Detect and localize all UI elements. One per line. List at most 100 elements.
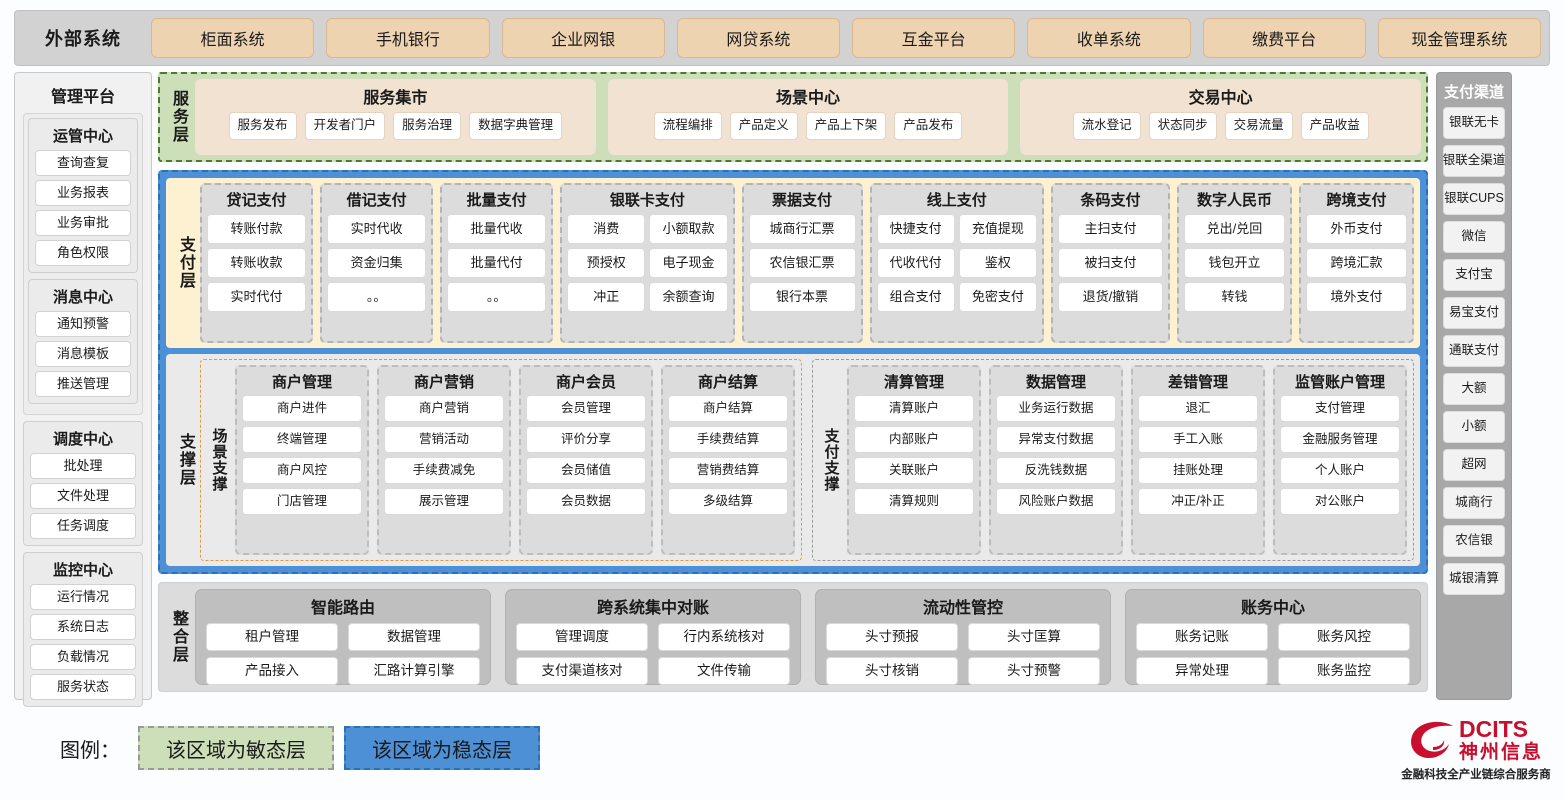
payment-channel-item[interactable]: 支付宝 [1443,259,1505,291]
payment-channel-item[interactable]: 大额 [1443,373,1505,405]
rail-item[interactable]: 负载情况 [30,644,136,670]
support-item[interactable]: 异常支付数据 [996,426,1116,453]
payment-channel-item[interactable]: 通联支付 [1443,335,1505,367]
payment-item[interactable]: 消费 [567,214,646,244]
payment-item[interactable]: 转钱 [1183,282,1285,312]
external-system-item[interactable]: 网贷系统 [676,18,840,58]
integration-item[interactable]: 数据管理 [348,623,480,651]
support-item[interactable]: 风险账户数据 [996,488,1116,515]
payment-item[interactable]: 实时代付 [207,282,307,312]
payment-channel-item[interactable]: 银联CUPS [1443,183,1505,215]
integration-item[interactable]: 行内系统核对 [658,623,790,651]
payment-item[interactable]: 批量代付 [447,248,547,278]
payment-item[interactable]: 实时代收 [327,214,427,244]
integration-item[interactable]: 账务风控 [1278,623,1410,651]
payment-item[interactable]: 代收代付 [876,248,955,278]
payment-channel-item[interactable]: 城银清算 [1443,563,1505,595]
payment-item[interactable]: 小额取款 [649,214,728,244]
support-item[interactable]: 对公账户 [1280,488,1400,515]
payment-item[interactable]: 跨境汇款 [1305,248,1407,278]
support-item[interactable]: 手工入账 [1138,426,1258,453]
external-system-item[interactable]: 企业网银 [501,18,665,58]
support-item[interactable]: 商户进件 [242,395,362,422]
external-system-item[interactable]: 手机银行 [326,18,490,58]
payment-channel-item[interactable]: 小额 [1443,411,1505,443]
payment-item[interactable]: 主扫支付 [1057,214,1163,244]
support-item[interactable]: 退汇 [1138,395,1258,422]
payment-item[interactable]: 境外支付 [1305,282,1407,312]
payment-item[interactable]: 鉴权 [958,248,1037,278]
integration-item[interactable]: 头寸预警 [968,657,1100,685]
service-item[interactable]: 产品收益 [1300,112,1369,140]
rail-item[interactable]: 业务报表 [35,180,131,206]
integration-item[interactable]: 头寸核销 [826,657,958,685]
external-system-item[interactable]: 现金管理系统 [1377,18,1541,58]
service-item[interactable]: 产品定义 [729,112,798,140]
service-item[interactable]: 流水登记 [1072,112,1141,140]
support-item[interactable]: 商户结算 [668,395,788,422]
payment-channel-item[interactable]: 超网 [1443,449,1505,481]
payment-item[interactable]: 外币支付 [1305,214,1407,244]
rail-item[interactable]: 查询查复 [35,150,131,176]
payment-channel-item[interactable]: 银联无卡 [1443,107,1505,139]
integration-item[interactable]: 异常处理 [1136,657,1268,685]
payment-item[interactable]: 兑出/兑回 [1183,214,1285,244]
support-item[interactable]: 手续费结算 [668,426,788,453]
payment-item[interactable]: 城商行汇票 [748,214,856,244]
support-item[interactable]: 门店管理 [242,488,362,515]
payment-item[interactable]: 资金归集 [327,248,427,278]
integration-item[interactable]: 租户管理 [206,623,338,651]
payment-item[interactable]: 被扫支付 [1057,248,1163,278]
rail-item[interactable]: 消息模板 [35,341,131,367]
rail-item[interactable]: 推送管理 [35,371,131,397]
support-item[interactable]: 评价分享 [526,426,646,453]
service-item[interactable]: 状态同步 [1148,112,1217,140]
integration-item[interactable]: 账务监控 [1278,657,1410,685]
support-item[interactable]: 展示管理 [384,488,504,515]
rail-item[interactable]: 角色权限 [35,240,131,266]
external-system-item[interactable]: 互金平台 [852,18,1016,58]
payment-item[interactable]: 免密支付 [958,282,1037,312]
rail-item[interactable]: 服务状态 [30,674,136,700]
service-item[interactable]: 数据字典管理 [469,112,563,140]
support-item[interactable]: 个人账户 [1280,457,1400,484]
service-item[interactable]: 服务发布 [228,112,297,140]
external-system-item[interactable]: 缴费平台 [1202,18,1366,58]
payment-item[interactable]: 余额查询 [649,282,728,312]
support-item[interactable]: 营销活动 [384,426,504,453]
support-item[interactable]: 冲正/补正 [1138,488,1258,515]
integration-item[interactable]: 汇路计算引擎 [348,657,480,685]
support-item[interactable]: 会员储值 [526,457,646,484]
integration-item[interactable]: 头寸预报 [826,623,958,651]
rail-item[interactable]: 通知预警 [35,311,131,337]
payment-item[interactable]: 。。 [327,282,427,312]
payment-item[interactable]: 银行本票 [748,282,856,312]
integration-item[interactable]: 头寸匡算 [968,623,1100,651]
payment-item[interactable]: 电子现金 [649,248,728,278]
support-item[interactable]: 关联账户 [854,457,974,484]
payment-item[interactable]: 组合支付 [876,282,955,312]
service-item[interactable]: 流程编排 [653,112,722,140]
support-item[interactable]: 清算账户 [854,395,974,422]
integration-item[interactable]: 管理调度 [516,623,648,651]
support-item[interactable]: 挂账处理 [1138,457,1258,484]
payment-item[interactable]: 快捷支付 [876,214,955,244]
integration-item[interactable]: 文件传输 [658,657,790,685]
payment-item[interactable]: 冲正 [567,282,646,312]
service-item[interactable]: 交易流量 [1224,112,1293,140]
support-item[interactable]: 内部账户 [854,426,974,453]
payment-channel-item[interactable]: 农信银 [1443,525,1505,557]
integration-item[interactable]: 账务记账 [1136,623,1268,651]
support-item[interactable]: 反洗钱数据 [996,457,1116,484]
payment-item[interactable]: 批量代收 [447,214,547,244]
support-item[interactable]: 商户风控 [242,457,362,484]
support-item[interactable]: 商户营销 [384,395,504,422]
support-item[interactable]: 金融服务管理 [1280,426,1400,453]
payment-item[interactable]: 钱包开立 [1183,248,1285,278]
payment-item[interactable]: 转账收款 [207,248,307,278]
rail-item[interactable]: 任务调度 [30,513,136,539]
payment-item[interactable]: 。。 [447,282,547,312]
support-item[interactable]: 多级结算 [668,488,788,515]
rail-item[interactable]: 批处理 [30,453,136,479]
service-item[interactable]: 服务治理 [393,112,462,140]
